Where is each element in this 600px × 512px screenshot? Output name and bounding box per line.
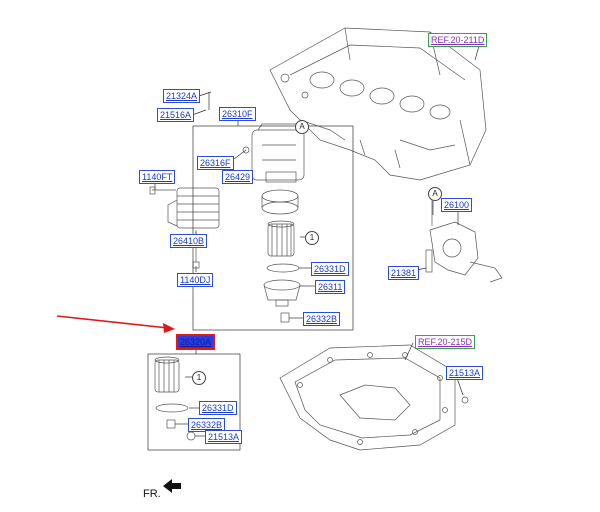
- marker-1-top: 1: [305, 231, 319, 245]
- oil-pump-drawing: [425, 200, 503, 283]
- marker-1-bottom: 1: [192, 371, 206, 385]
- front-arrow-icon: [163, 479, 181, 493]
- callout-26311[interactable]: 26311: [315, 280, 346, 294]
- callout-1140ft[interactable]: 1140FT: [139, 170, 176, 184]
- callout-21516a[interactable]: 21516A: [157, 108, 195, 122]
- lower-kit-box: [147, 353, 241, 451]
- ref-link-oil-pan[interactable]: REF.20-215D: [415, 335, 476, 349]
- callout-26310f[interactable]: 26310F: [219, 107, 256, 121]
- callout-26316f[interactable]: 26316F: [197, 156, 234, 170]
- engine-block-drawing: [269, 27, 487, 181]
- marker-a-right: A: [428, 187, 442, 201]
- callout-1140dj[interactable]: 1140DJ: [177, 273, 214, 287]
- callout-26429[interactable]: 26429: [222, 170, 254, 184]
- callout-26331d-top[interactable]: 26331D: [311, 262, 349, 276]
- callout-26100[interactable]: 26100: [441, 198, 473, 212]
- ref-link-engine-block[interactable]: REF.20-211D: [428, 33, 488, 47]
- marker-a-top: A: [295, 120, 309, 134]
- callout-26332b-top[interactable]: 26332B: [303, 312, 341, 326]
- drain-plug-top-drawing: [280, 312, 290, 323]
- filter-cap-top-drawing: [263, 279, 301, 307]
- callout-26320a-highlighted[interactable]: 26320A: [176, 334, 216, 350]
- callout-26410b[interactable]: 26410B: [170, 234, 208, 248]
- red-arrow: [56, 315, 175, 333]
- oil-pan-drawing: [279, 344, 469, 451]
- front-direction-label: FR.: [143, 488, 161, 500]
- callout-21513a-right[interactable]: 21513A: [446, 366, 484, 380]
- oil-cooler-drawing: [149, 186, 220, 269]
- o-ring-top-drawing: [266, 263, 300, 273]
- callout-21513a-bottom[interactable]: 21513A: [205, 430, 243, 444]
- filter-element-top-drawing: [267, 220, 295, 257]
- callout-26331d-bottom[interactable]: 26331D: [199, 401, 237, 415]
- filter-kit-drawing: [154, 356, 196, 441]
- filter-housing-drawing: [238, 123, 305, 215]
- callout-21381[interactable]: 21381: [388, 266, 420, 280]
- callout-21324a[interactable]: 21324A: [163, 89, 201, 103]
- upper-assembly-box: [192, 125, 354, 331]
